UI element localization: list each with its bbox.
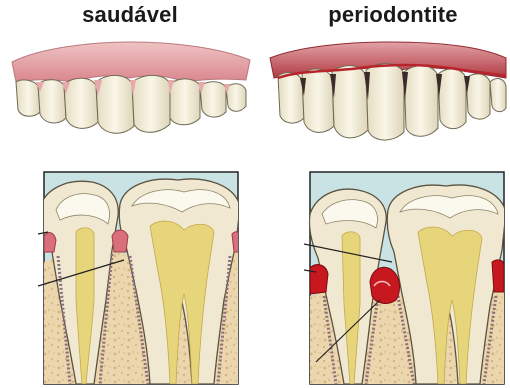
healthy-front-teeth	[12, 42, 250, 133]
periodontitis-cross-section	[304, 172, 506, 384]
healthy-cross-section	[38, 172, 240, 384]
periodontitis-front-teeth	[270, 42, 506, 140]
